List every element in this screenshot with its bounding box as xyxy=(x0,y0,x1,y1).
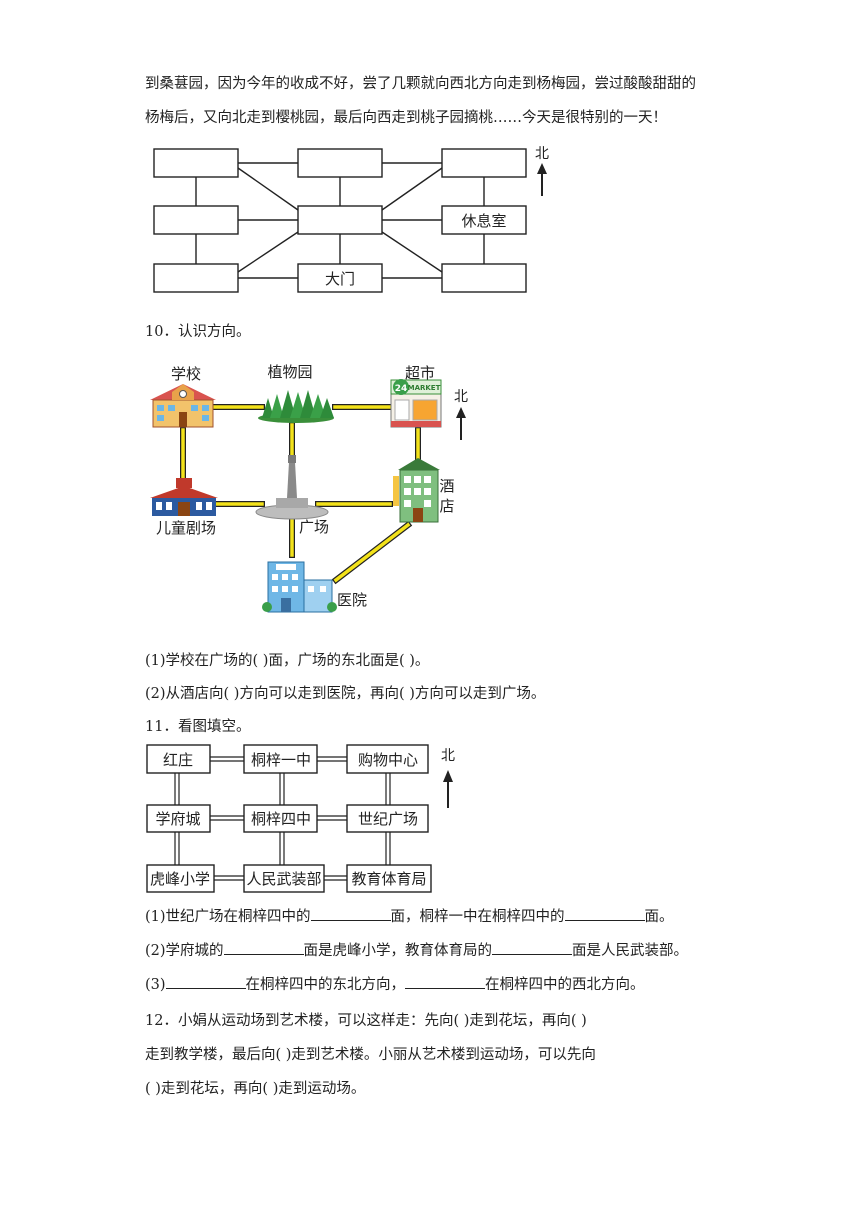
q11-p1-a: (1)世纪广场在桐梓四中的 xyxy=(145,909,311,925)
q11-p2-a: (2)学府城的 xyxy=(145,943,224,959)
orchard-map-paths xyxy=(195,162,485,279)
grid-box-xuefucheng xyxy=(146,804,211,833)
grid-label-0-1: 桐梓一中 xyxy=(251,751,311,769)
q11-blank-2[interactable] xyxy=(564,920,645,921)
school-icon xyxy=(150,384,216,428)
q11-p3-c: 在桐梓四中的西北方向。 xyxy=(485,977,645,993)
q11-part-2: (2)学府城的 面是虎峰小学，教育体育局的 面是人民武装部。 xyxy=(145,939,688,960)
grid-box-tongzi-no1 xyxy=(243,744,318,774)
grid-label-2-1: 人民武装部 xyxy=(246,870,321,888)
q11-part-3: (3) 在桐梓四中的东北方向， 在桐梓四中的西北方向。 xyxy=(145,973,645,994)
north-label-3: 北 xyxy=(441,748,455,764)
intro-line-1: 到桑葚园，因为今年的收成不好，尝了几颗就向西北方向走到杨梅园，尝过酸酸甜甜的 xyxy=(145,76,696,92)
grid-box-education-bureau xyxy=(346,864,432,893)
q10-part-2: (2)从酒店向( )方向可以走到医院，再向( )方向可以走到广场。 xyxy=(145,686,546,702)
q11-blank-5[interactable] xyxy=(165,988,246,989)
hotel-label-1: 酒 xyxy=(439,477,454,495)
orchard-map: 休息室 大门 北 xyxy=(153,146,549,293)
orchard-box-rest xyxy=(441,205,527,235)
grid-box-century-square xyxy=(346,804,429,833)
city-map-roads xyxy=(181,405,420,583)
supermarket-icon: 24 MARKET xyxy=(390,379,442,428)
q11-title: 11．看图填空。 xyxy=(145,719,251,735)
orchard-box-sw xyxy=(153,263,239,293)
grid-box-tongzi-no4 xyxy=(243,804,318,833)
botanical-garden-label: 植物园 xyxy=(267,363,312,381)
orchard-box-w xyxy=(153,205,239,235)
north-arrow-icon-1 xyxy=(537,163,547,196)
grid-label-0-0: 红庄 xyxy=(163,751,193,769)
q12-line-2: 走到教学楼，最后向( )走到艺术楼。小丽从艺术楼到运动场，可以先向 xyxy=(145,1047,596,1063)
grid-label-2-0: 虎峰小学 xyxy=(150,870,210,888)
orchard-box-gate xyxy=(297,263,383,293)
rest-room-label: 休息室 xyxy=(461,212,506,230)
q10-title: 10．认识方向。 xyxy=(145,324,251,340)
square-label: 广场 xyxy=(299,518,329,536)
q12-line-3: ( )走到花坛，再向( )走到运动场。 xyxy=(145,1081,366,1097)
orchard-box-ne xyxy=(441,148,527,178)
q10-part-1: (1)学校在广场的( )面，广场的东北面是( )。 xyxy=(145,653,430,669)
grid-label-1-0: 学府城 xyxy=(155,810,200,828)
gate-label: 大门 xyxy=(325,270,355,288)
grid-box-hufeng-primary xyxy=(146,864,215,893)
q11-p3-b: 在桐梓四中的东北方向， xyxy=(245,977,406,993)
intro-line-2: 杨梅后，又向北走到樱桃园，最后向西走到桃子园摘桃……今天是很特别的一天！ xyxy=(145,110,667,126)
north-label-1: 北 xyxy=(535,146,549,162)
hotel-label-2: 店 xyxy=(439,497,454,515)
supermarket-sign-text: MARKET xyxy=(408,384,441,392)
grid-label-1-2: 世纪广场 xyxy=(358,810,418,828)
theater-icon xyxy=(150,478,218,516)
hospital-icon xyxy=(262,561,337,613)
q11-blank-1[interactable] xyxy=(310,920,391,921)
grid-label-1-1: 桐梓四中 xyxy=(251,810,311,828)
q11-p2-b: 面是虎峰小学，教育体育局的 xyxy=(303,943,493,959)
town-grid-roads xyxy=(174,756,391,881)
orchard-box-center xyxy=(297,205,383,235)
north-arrow-icon-3 xyxy=(443,770,453,808)
q11-part-1: (1)世纪广场在桐梓四中的 面，桐梓一中在桐梓四中的 面。 xyxy=(145,905,674,926)
grid-box-hongzhuang xyxy=(146,744,211,774)
square-monument-icon xyxy=(255,455,329,520)
grid-label-2-2: 教育体育局 xyxy=(351,870,426,888)
grid-box-shopping-center xyxy=(346,744,429,774)
q11-blank-3[interactable] xyxy=(223,954,304,955)
town-grid-map: 红庄 桐梓一中 购物中心 学府城 桐梓四中 世纪广场 虎峰小学 人民武装部 教育… xyxy=(146,744,455,893)
theater-label: 儿童剧场 xyxy=(156,519,216,537)
orchard-box-n xyxy=(297,148,383,178)
grid-label-0-2: 购物中心 xyxy=(358,751,418,769)
q11-blank-4[interactable] xyxy=(492,954,573,955)
north-arrow-icon-2 xyxy=(456,407,466,440)
q11-p1-b: 面，桐梓一中在桐梓四中的 xyxy=(390,909,565,925)
grid-box-armed-forces xyxy=(243,864,325,893)
orchard-box-nw xyxy=(153,148,239,178)
q11-p3-a: (3) xyxy=(145,977,166,993)
q12-line-1: 12．小娟从运动场到艺术楼，可以这样走：先向( )走到花坛，再向( ) xyxy=(145,1013,587,1029)
supermarket-label: 超市 xyxy=(405,364,435,382)
hospital-label: 医院 xyxy=(337,591,367,609)
q11-p1-c: 面。 xyxy=(644,909,674,925)
botanical-garden-icon xyxy=(258,390,334,423)
city-map: 学校 植物园 24 MARKET 超市 北 儿童 xyxy=(150,363,468,613)
supermarket-sign-number: 24 xyxy=(395,384,408,394)
school-label: 学校 xyxy=(171,365,201,383)
q11-blank-6[interactable] xyxy=(405,988,486,989)
north-label-2: 北 xyxy=(454,389,468,405)
q11-p2-c: 面是人民武装部。 xyxy=(572,943,689,959)
orchard-box-se xyxy=(441,263,527,293)
hotel-icon xyxy=(393,458,440,523)
